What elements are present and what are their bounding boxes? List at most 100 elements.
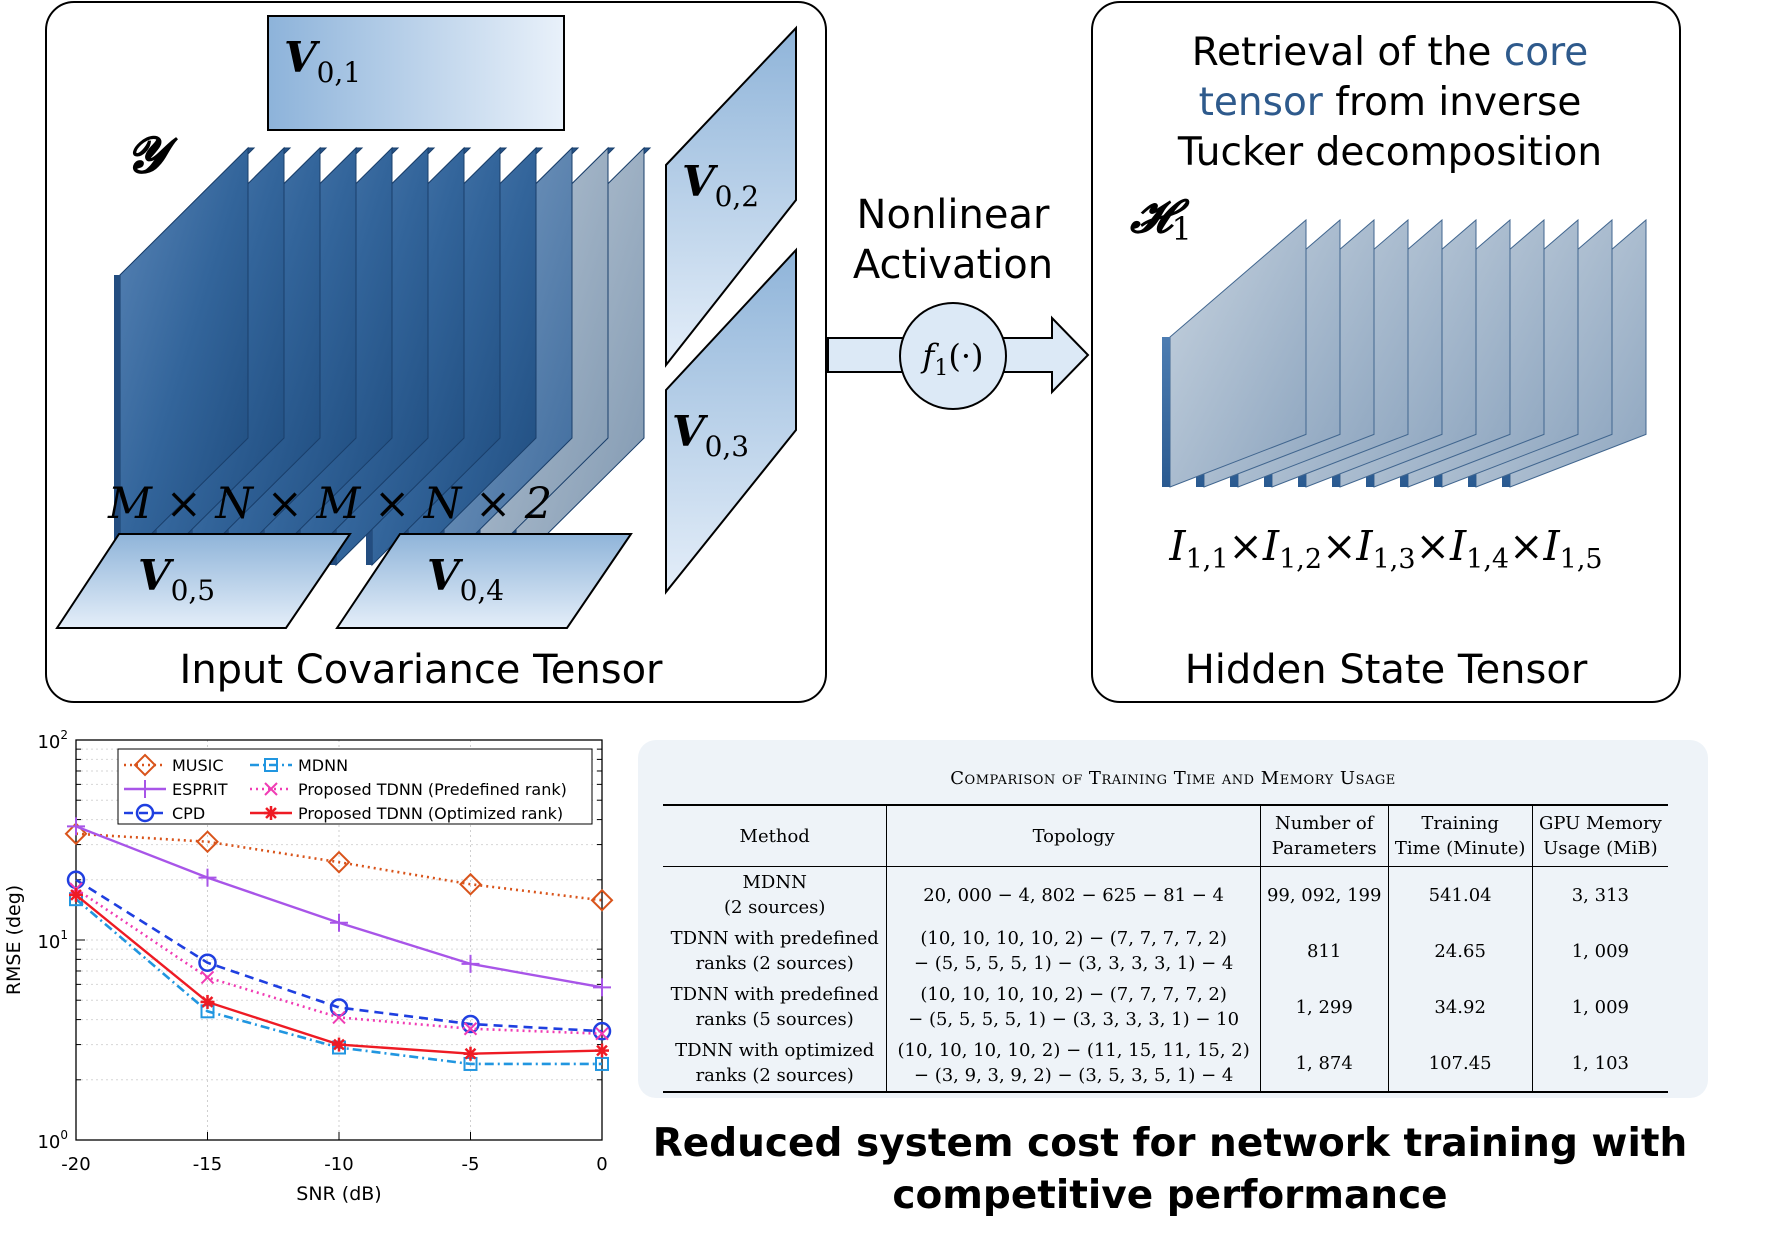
legend-label: MUSIC <box>172 756 224 775</box>
data-point <box>332 1010 346 1025</box>
table-cell: 20, 000 − 4, 802 − 625 − 81 − 4 <box>886 866 1261 923</box>
table-header-cell: Number of Parameters <box>1260 804 1389 867</box>
data-point <box>200 970 215 985</box>
table-cell: 1, 299 <box>1260 979 1389 1035</box>
factor-v02-sheet <box>665 25 797 368</box>
table-cell: 24.65 <box>1388 923 1533 979</box>
data-point <box>463 1022 478 1036</box>
legend-label: ESPRIT <box>172 780 228 799</box>
factor-v05-label: V0,5 <box>138 551 215 607</box>
data-point <box>463 1046 478 1061</box>
table-row: TDNN with predefined ranks (5 sources)(1… <box>663 979 1668 1035</box>
hidden-title-line3: Tucker decomposition <box>1177 130 1602 175</box>
legend-marker <box>264 782 278 796</box>
legend-marker <box>264 806 278 820</box>
table-cell: (10, 10, 10, 10, 2) − (7, 7, 7, 7, 2) − … <box>886 923 1261 979</box>
x-tick-label: -10 <box>324 1154 353 1175</box>
series-cpd <box>66 870 612 1041</box>
input-dims-label: M × N × M × N × 2 <box>107 479 552 529</box>
legend-entry: Proposed TDNN (Predefined rank) <box>250 780 567 799</box>
factor-v01-sheet <box>267 15 565 131</box>
activation-node <box>899 302 1007 410</box>
data-point <box>198 953 217 972</box>
table-row: TDNN with predefined ranks (2 sources)(1… <box>663 923 1668 979</box>
legend-box <box>117 748 593 825</box>
data-point <box>200 994 215 1009</box>
x-tick-label: -5 <box>462 1154 480 1175</box>
table-row: TDNN with optimized ranks (2 sources)(10… <box>663 1035 1668 1093</box>
series-esprit <box>67 817 611 997</box>
factor-v05-sheet <box>55 533 352 629</box>
chart-ylabel: RMSE (deg) <box>3 885 25 995</box>
y-tick-label: 101 <box>37 928 68 953</box>
series-line <box>75 832 603 902</box>
table-cell: 541.04 <box>1388 866 1533 923</box>
chart-series <box>64 817 614 1071</box>
table-cell: TDNN with optimized ranks (2 sources) <box>663 1035 888 1093</box>
comparison-table-panel: Comparison of Training Time and Memory U… <box>638 740 1708 1098</box>
table-cell: 811 <box>1260 923 1389 979</box>
y-tick-label: 100 <box>37 1128 68 1153</box>
table-header-cell: Topology <box>886 804 1261 867</box>
series-line <box>75 878 603 1033</box>
data-point <box>329 998 349 1017</box>
hidden-slice <box>1162 218 1307 488</box>
input-slice <box>114 146 256 567</box>
data-point <box>64 822 88 846</box>
factor-v04-sheet <box>335 533 633 629</box>
chart-xlabel: SNR (dB) <box>296 1183 381 1205</box>
table-cell: (10, 10, 10, 10, 2) − (7, 7, 7, 7, 2) − … <box>886 979 1261 1035</box>
table-row: MDNN (2 sources)20, 000 − 4, 802 − 625 −… <box>663 866 1668 923</box>
series-proposed-tdnn-predefined-rank- <box>69 882 609 1041</box>
table-title: Comparison of Training Time and Memory U… <box>950 768 1396 789</box>
activation-function-label: f1(·) <box>921 337 984 381</box>
factor-v03-sheet <box>665 247 797 595</box>
table-cell: 1, 009 <box>1571 996 1629 1018</box>
data-point <box>69 887 83 902</box>
hidden-box-caption: Hidden State Tensor <box>1185 647 1588 693</box>
hidden-title-line2: tensor from inverse <box>1199 80 1582 125</box>
table-cell: TDNN with predefined ranks (5 sources) <box>663 979 888 1035</box>
legend-entry: Proposed TDNN (Optimized rank) <box>250 804 563 823</box>
data-point <box>67 817 85 836</box>
data-point <box>332 1037 346 1052</box>
data-point <box>459 872 482 896</box>
factor-v03-label: V0,3 <box>672 407 749 463</box>
input-box-caption: Input Covariance Tensor <box>180 647 664 693</box>
legend-marker <box>264 758 278 772</box>
data-point <box>595 1043 609 1058</box>
legend-marker <box>136 780 154 798</box>
factor-v01-label: V0,1 <box>284 33 361 89</box>
caption-line2: competitive performance <box>892 1173 1448 1218</box>
x-tick-label: 0 <box>596 1154 607 1175</box>
legend-label: CPD <box>172 804 205 823</box>
series-proposed-tdnn-optimized-rank- <box>69 887 609 1061</box>
table-header-cell: Training Time (Minute) <box>1388 804 1533 867</box>
bottom-caption: Reduced system cost for network training… <box>640 1118 1700 1222</box>
legend-label: Proposed TDNN (Optimized rank) <box>298 804 563 823</box>
table-cell: 34.92 <box>1388 979 1533 1035</box>
table-header-cell: GPU Memory Usage (MiB) <box>1532 804 1668 867</box>
factor-v02-label: V0,2 <box>682 157 759 213</box>
data-point <box>461 1014 480 1034</box>
x-tick-label: -15 <box>193 1154 222 1175</box>
legend-entry: CPD <box>124 803 205 823</box>
y-tick-label: 102 <box>37 728 68 753</box>
table-cell: 1, 874 <box>1260 1035 1389 1093</box>
table-header-cell: Method <box>663 804 888 867</box>
caption-line1: Reduced system cost for network training… <box>652 1121 1688 1166</box>
series-music <box>64 822 614 912</box>
table-cell: 1, 009 <box>1571 940 1629 962</box>
data-point <box>595 1026 609 1041</box>
data-point <box>327 850 351 874</box>
factor-v04-label: V0,4 <box>427 551 504 607</box>
legend-label: Proposed TDNN (Predefined rank) <box>298 780 567 799</box>
table-cell: (10, 10, 10, 10, 2) − (11, 15, 11, 15, 2… <box>886 1035 1261 1093</box>
data-point <box>461 954 480 973</box>
legend-entry: ESPRIT <box>124 780 228 799</box>
